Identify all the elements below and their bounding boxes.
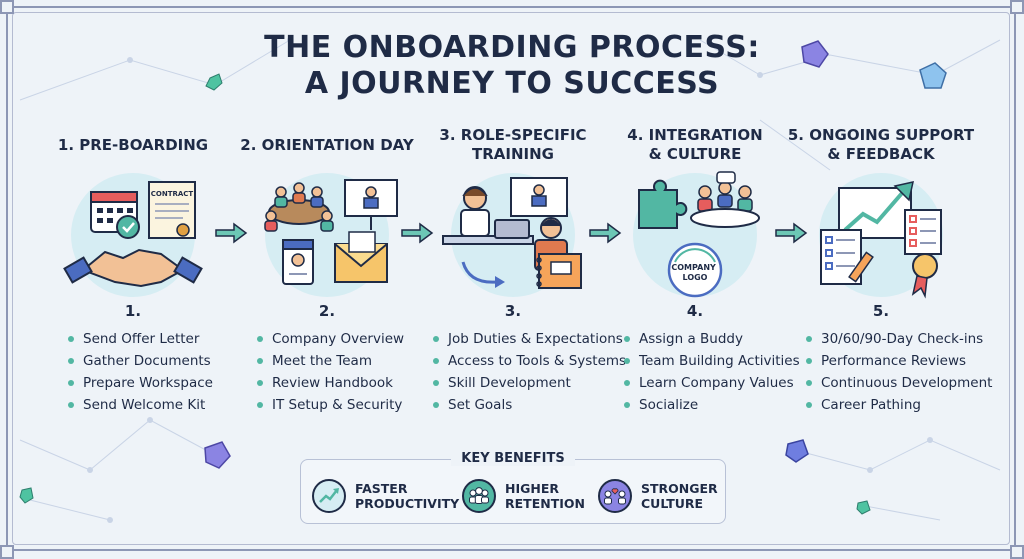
- bullet-dot: [806, 380, 812, 386]
- team-icon: [462, 479, 496, 513]
- stage-heading: 2. ORIENTATION DAY: [240, 135, 414, 154]
- stage-role-specific-training: 3. ROLE-SPECIFIC TRAINING 3. Job Duties …: [418, 122, 626, 413]
- benefit-stronger-culture: STRONGER CULTURE: [597, 477, 718, 515]
- bullet-dot: [433, 358, 439, 364]
- list-item: Career Pathing: [806, 394, 992, 416]
- company-logo-line1: COMPANY: [671, 263, 716, 272]
- list-item: Meet the Team: [257, 350, 404, 372]
- benefit-higher-retention: HIGHER RETENTION: [461, 477, 585, 515]
- bullet-dot: [257, 358, 263, 364]
- stage-number: 2.: [318, 302, 336, 320]
- stage-heading: 4. INTEGRATION & CULTURE: [627, 126, 763, 163]
- bullet-dot: [433, 336, 439, 342]
- bullet-dot: [806, 402, 812, 408]
- bullet-dot: [68, 402, 74, 408]
- stage-orientation-day: 2. ORIENTATION DAY 2. Company Overview M…: [232, 122, 422, 414]
- orientation-illustration: [264, 173, 398, 297]
- bullet-dot: [257, 402, 263, 408]
- stage-pre-boarding: 1. PRE-BOARDING CONTRACT 1. Send Offer L…: [38, 122, 228, 414]
- bullet-dot: [624, 358, 630, 364]
- trend-up-icon: [312, 479, 346, 513]
- bullet-dot: [68, 336, 74, 342]
- list-item: Team Building Activities: [624, 350, 800, 372]
- stage-number: 1.: [124, 302, 142, 320]
- frame-corner: [1010, 545, 1024, 559]
- page-title: THE ONBOARDING PROCESS: A JOURNEY TO SUC…: [264, 30, 760, 101]
- list-item: Continuous Development: [806, 372, 992, 394]
- list-item: Socialize: [624, 394, 800, 416]
- inner-frame: [12, 12, 1010, 545]
- frame-corner: [0, 0, 14, 14]
- benefits-title: KEY BENEFITS: [301, 451, 725, 466]
- stage-task-list: 30/60/90-Day Check-ins Performance Revie…: [806, 328, 992, 416]
- company-logo-text: COMPANY LOGO: [671, 263, 718, 282]
- arrow-right-icon: [401, 222, 434, 244]
- benefit-faster-productivity: FASTER PRODUCTIVITY: [311, 477, 459, 515]
- stage-task-list: Assign a Buddy Team Building Activities …: [624, 328, 800, 416]
- handshake-contract-illustration: CONTRACT: [63, 173, 203, 297]
- stage-task-list: Company Overview Meet the Team Review Ha…: [257, 328, 404, 416]
- training-illustration: [442, 173, 582, 297]
- outer-frame: [6, 6, 1016, 551]
- arrow-right-icon: [589, 222, 622, 244]
- bullet-dot: [68, 358, 74, 364]
- stage-heading: 5. ONGOING SUPPORT & FEEDBACK: [787, 126, 975, 163]
- stage-task-list: Send Offer Letter Gather Documents Prepa…: [68, 328, 213, 416]
- stage-integration-culture: 4. INTEGRATION & CULTURE COMPANY LOGO 4.…: [600, 122, 800, 413]
- list-item: 30/60/90-Day Check-ins: [806, 328, 992, 350]
- bullet-dot: [257, 336, 263, 342]
- bullet-dot: [257, 380, 263, 386]
- list-item: Send Offer Letter: [68, 328, 213, 350]
- stage-task-list: Job Duties & Expectations Access to Tool…: [433, 328, 626, 416]
- bullet-dot: [624, 402, 630, 408]
- list-item: IT Setup & Security: [257, 394, 404, 416]
- support-feedback-illustration: [819, 173, 943, 299]
- bullet-dot: [806, 336, 812, 342]
- stage-ongoing-support: 5. ONGOING SUPPORT & FEEDBACK 5. 30/60/9…: [786, 122, 993, 413]
- stage-number: 4.: [686, 302, 704, 320]
- bullet-dot: [433, 402, 439, 408]
- bullet-dot: [624, 336, 630, 342]
- list-item: Performance Reviews: [806, 350, 992, 372]
- bullet-dot: [624, 380, 630, 386]
- benefit-label: FASTER PRODUCTIVITY: [355, 481, 460, 511]
- list-item: Send Welcome Kit: [68, 394, 213, 416]
- stage-heading: 1. PRE-BOARDING: [57, 135, 209, 154]
- frame-corner: [1010, 0, 1024, 14]
- list-item: Skill Development: [433, 372, 626, 394]
- culture-illustration: COMPANY LOGO: [633, 171, 760, 298]
- contract-label: CONTRACT: [151, 190, 194, 198]
- stage-number: 3.: [504, 302, 522, 320]
- frame-corner: [0, 545, 14, 559]
- bullet-dot: [433, 380, 439, 386]
- list-item: Job Duties & Expectations: [433, 328, 626, 350]
- people-heart-icon: [598, 479, 632, 513]
- list-item: Access to Tools & Systems: [433, 350, 626, 372]
- benefit-label: STRONGER CULTURE: [641, 481, 718, 511]
- stage-heading: 3. ROLE-SPECIFIC TRAINING: [439, 126, 587, 163]
- list-item: Review Handbook: [257, 372, 404, 394]
- benefit-label: HIGHER RETENTION: [505, 481, 585, 511]
- bullet-dot: [68, 380, 74, 386]
- bullet-dot: [806, 358, 812, 364]
- company-logo-line2: LOGO: [683, 273, 708, 282]
- arrow-right-icon: [215, 222, 248, 244]
- list-item: Company Overview: [257, 328, 404, 350]
- list-item: Assign a Buddy: [624, 328, 800, 350]
- stage-number: 5.: [872, 302, 890, 320]
- list-item: Set Goals: [433, 394, 626, 416]
- list-item: Prepare Workspace: [68, 372, 213, 394]
- key-benefits-panel: KEY BENEFITS FASTER PRODUCTIVITY HIGHER …: [300, 451, 726, 524]
- list-item: Gather Documents: [68, 350, 213, 372]
- arrow-right-icon: [775, 222, 808, 244]
- list-item: Learn Company Values: [624, 372, 800, 394]
